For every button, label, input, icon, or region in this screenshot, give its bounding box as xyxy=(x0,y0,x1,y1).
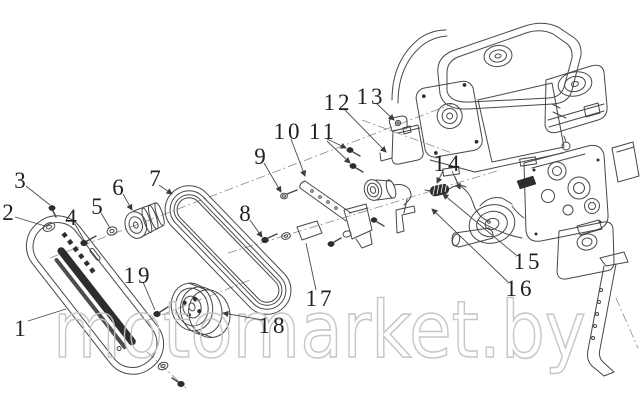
leader-line-14 xyxy=(436,170,444,184)
belt-cover xyxy=(25,215,165,375)
plate-17 xyxy=(296,220,323,241)
bracket-12-13 xyxy=(379,115,424,165)
leader-line-11 xyxy=(326,140,351,164)
callout-16: 16 xyxy=(506,276,535,301)
callout-2: 2 xyxy=(2,200,14,225)
idler-roller xyxy=(363,179,412,214)
bolt-3 xyxy=(48,205,57,218)
bolt-4 xyxy=(80,235,97,247)
leader-line-6 xyxy=(122,193,133,211)
fuel-cap xyxy=(483,44,513,68)
axis-lines xyxy=(49,103,639,389)
pulley-large xyxy=(170,282,231,339)
callout-12: 12 xyxy=(324,90,353,115)
callout-9: 9 xyxy=(254,144,266,169)
callout-15: 15 xyxy=(514,249,543,274)
bolt-arm xyxy=(370,217,385,227)
bolt-11a xyxy=(346,147,361,157)
leader-line-13 xyxy=(375,102,395,121)
side-lever xyxy=(611,141,640,183)
callout-14: 14 xyxy=(434,151,463,176)
leader-line-11 xyxy=(326,138,347,149)
transmission xyxy=(451,135,640,377)
bolt-9 xyxy=(280,189,298,200)
callout-4: 4 xyxy=(65,205,77,230)
bolt-11b xyxy=(349,163,364,173)
leader-line-16 xyxy=(431,208,509,283)
bolt-19 xyxy=(153,306,169,318)
callout-5: 5 xyxy=(91,194,103,219)
leader-line-3 xyxy=(25,185,51,206)
callout-7: 7 xyxy=(149,166,161,191)
engine xyxy=(391,22,608,177)
leader-line-8 xyxy=(249,219,263,238)
callout-6: 6 xyxy=(112,175,124,200)
leader-line-18 xyxy=(222,310,264,321)
frame-tube xyxy=(391,29,448,104)
callout-17: 17 xyxy=(306,286,335,311)
output-shaft xyxy=(451,227,494,248)
callout-3: 3 xyxy=(14,168,26,193)
leader-line-19 xyxy=(142,281,156,311)
crankcase-cover xyxy=(415,80,483,158)
leader-line-9 xyxy=(263,162,282,193)
tension-arm xyxy=(299,180,373,249)
leader-line-1 xyxy=(27,308,67,322)
callout-13: 13 xyxy=(357,84,386,109)
hitch-bracket xyxy=(556,219,615,280)
leader-line-7 xyxy=(158,184,173,195)
bolt-8 xyxy=(261,233,278,244)
washer-5 xyxy=(106,226,118,236)
leader-line-10 xyxy=(290,138,307,177)
clutch-bell xyxy=(468,204,516,244)
fuel-tank xyxy=(437,22,582,110)
air-filter xyxy=(544,64,608,134)
bolt-lower xyxy=(171,377,185,388)
watermark: motomarket.by xyxy=(53,286,586,376)
callout-8: 8 xyxy=(239,201,251,226)
leader-line-14 xyxy=(451,170,461,190)
cover-vents xyxy=(61,231,96,274)
leader-line-15 xyxy=(442,193,517,256)
bolt-arm-lower xyxy=(327,230,352,247)
pulley-small xyxy=(124,202,165,239)
leader-line-17 xyxy=(305,242,317,291)
leader-line-5 xyxy=(100,212,111,229)
depth-bar xyxy=(587,251,629,377)
callout-19: 19 xyxy=(124,263,153,288)
washer-2 xyxy=(42,222,56,232)
cylinder-block xyxy=(429,82,567,177)
leader-line-12 xyxy=(343,108,387,153)
callout-11: 11 xyxy=(309,119,337,144)
leader-line-2 xyxy=(14,216,46,227)
leader-line-4 xyxy=(74,223,85,241)
l-bracket xyxy=(395,205,416,234)
washer-lower xyxy=(157,361,169,371)
washer-8 xyxy=(281,232,291,240)
callout-1: 1 xyxy=(14,316,26,341)
callout-10: 10 xyxy=(274,119,303,144)
callout-18: 18 xyxy=(259,313,288,338)
